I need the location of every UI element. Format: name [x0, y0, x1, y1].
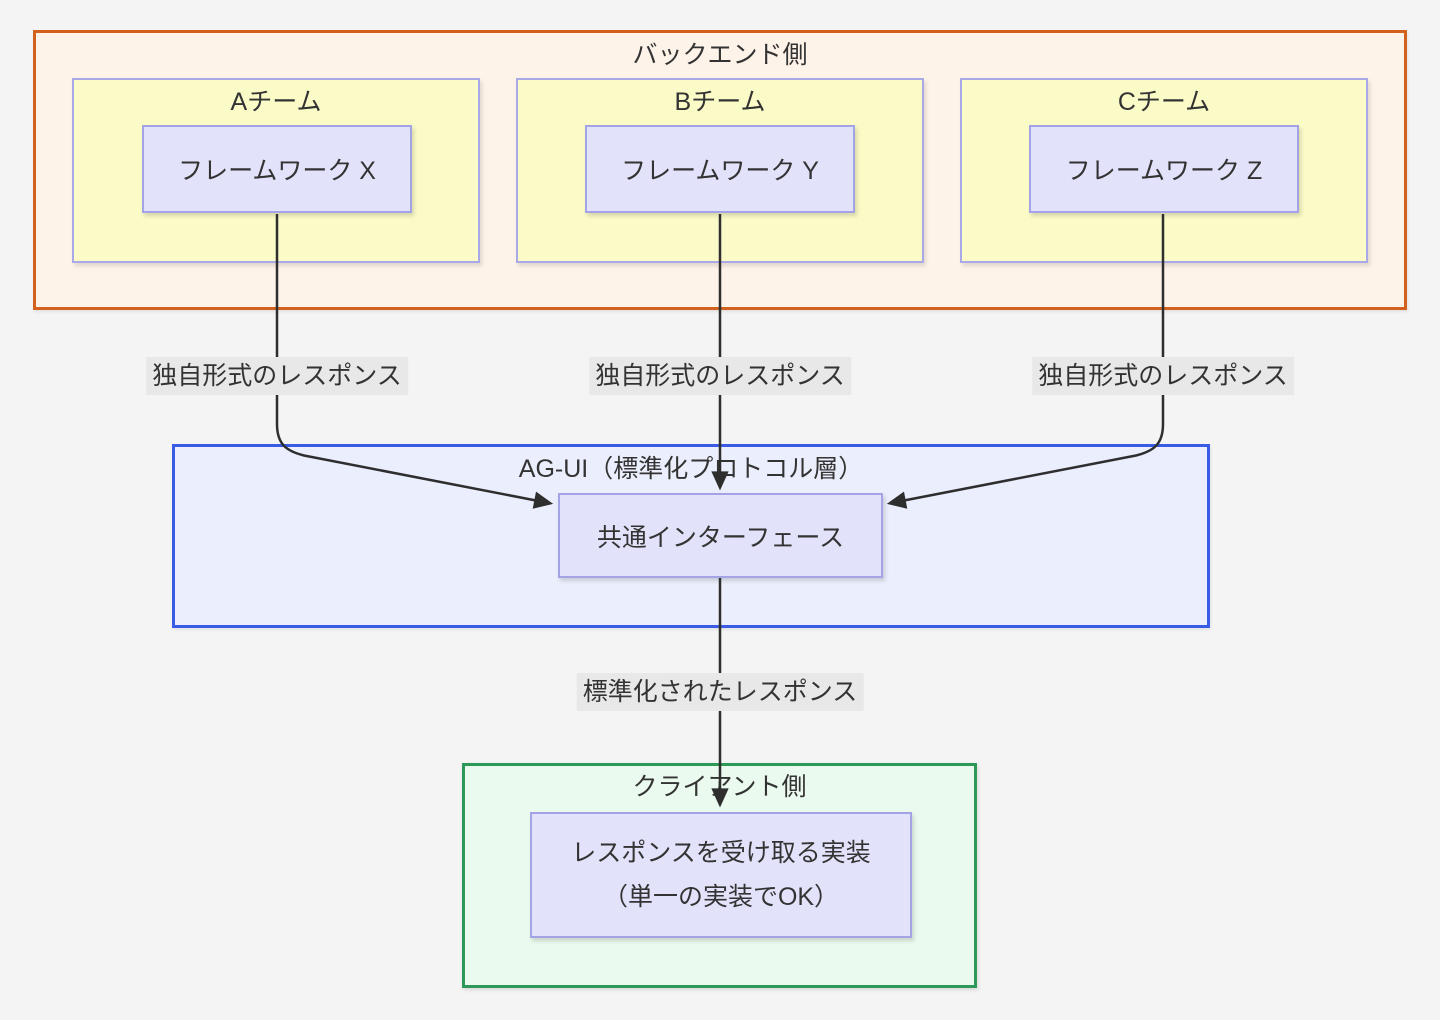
edge-label-from-c: 独自形式のレスポンス — [1032, 357, 1294, 395]
client-cluster-title: クライアント側 — [632, 773, 807, 801]
client-implementation-line1: レスポンスを受け取る実装 — [571, 839, 871, 867]
framework-x-node: フレームワーク X — [142, 125, 412, 213]
edge-label-standardized: 標準化されたレスポンス — [576, 673, 864, 711]
client-implementation-line2: （単一の実装でOK） — [602, 883, 840, 911]
edge-label-from-a: 独自形式のレスポンス — [146, 357, 408, 395]
team-b-title: Bチーム — [674, 88, 766, 116]
framework-z-node: フレームワーク Z — [1029, 125, 1299, 213]
team-a-title: Aチーム — [230, 88, 322, 116]
framework-y-node: フレームワーク Y — [585, 125, 855, 213]
backend-cluster-title: バックエンド側 — [632, 41, 808, 69]
client-implementation-node: レスポンスを受け取る実装 （単一の実装でOK） — [530, 812, 912, 938]
agui-protocol-title: AG-UI（標準化プロトコル層） — [518, 455, 864, 483]
common-interface-node: 共通インターフェース — [558, 493, 883, 578]
edge-label-from-b: 独自形式のレスポンス — [589, 357, 851, 395]
team-c-title: Cチーム — [1117, 88, 1211, 116]
